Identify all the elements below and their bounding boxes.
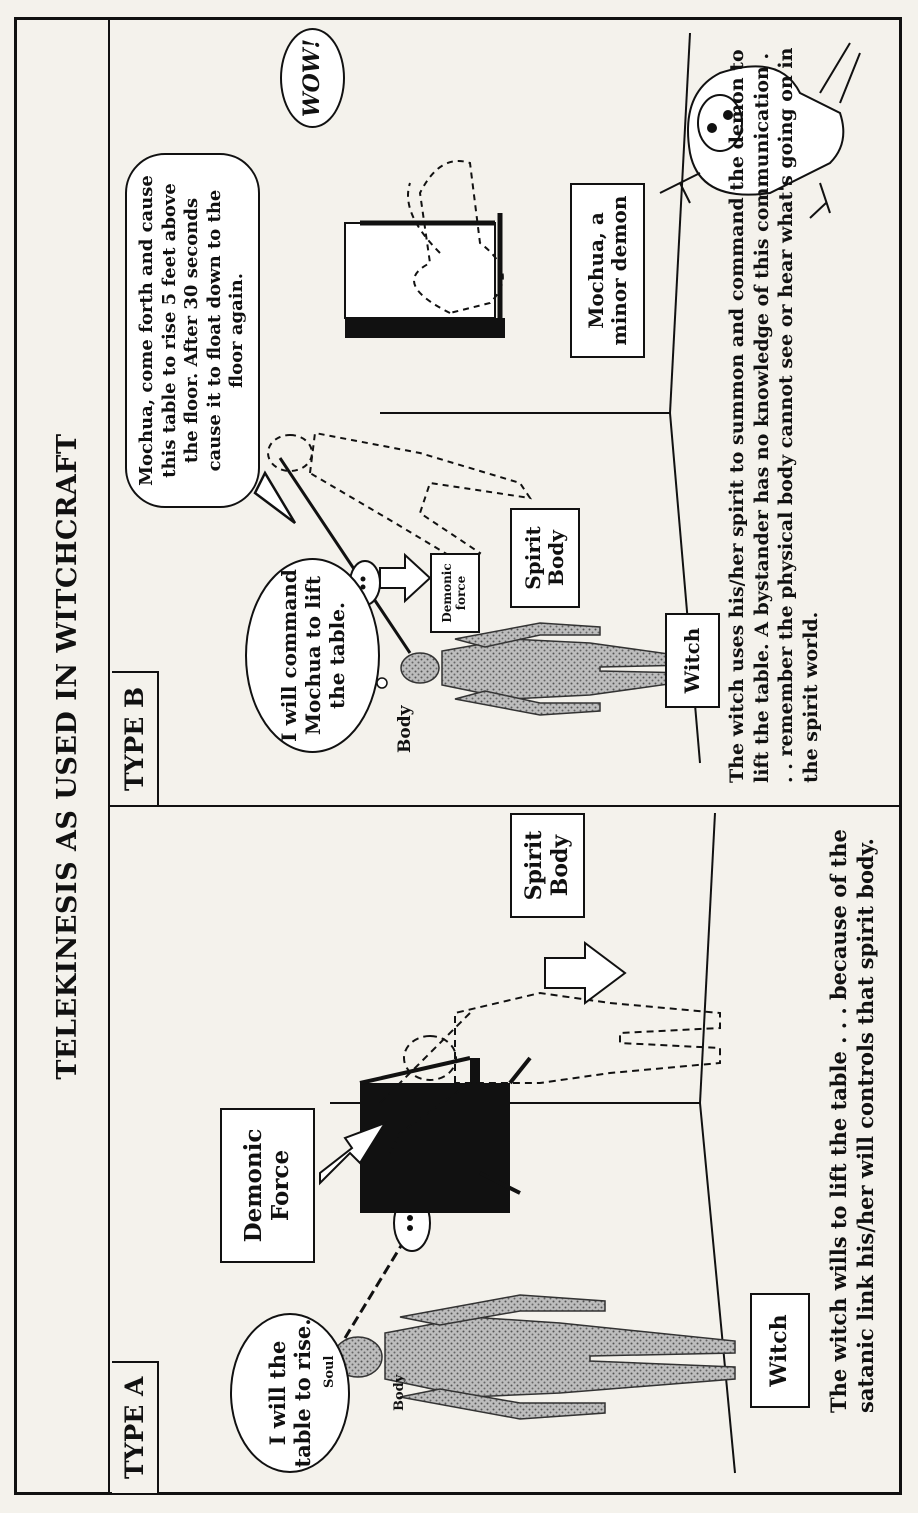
type-a-spirit-body-box: Spirit Body: [510, 813, 585, 918]
type-a-table: [360, 1058, 530, 1213]
type-b-label: TYPE B: [112, 671, 159, 805]
type-b-witch-box: Witch: [665, 613, 720, 708]
type-a-spirit-arrow: [545, 943, 625, 1003]
type-a-demonic-force-box: Demonic Force: [220, 1108, 315, 1263]
type-b-witch-figure: [401, 623, 690, 715]
type-a-witch-box: Witch: [750, 1293, 810, 1408]
type-a-soul-label: Soul: [322, 1356, 337, 1388]
type-b-spirit-body-box: Spirit Body: [510, 508, 580, 608]
type-b-speech-tail: [255, 473, 295, 523]
type-b-demonic-force-box: Demonic force: [430, 553, 480, 633]
type-b-demonic-force-arrow: [380, 555, 430, 601]
type-b-demon-box: Mochua, a minor demon: [570, 183, 645, 358]
type-b-wow-bubble: WOW!: [280, 28, 345, 128]
type-b-body-label: Body: [395, 706, 415, 753]
type-b-thought-bubble: I will command Mochua to lift the table.: [245, 558, 380, 753]
type-b-speech-bubble: Mochua, come forth and cause this table …: [125, 153, 260, 508]
type-a-caption: The witch wills to lift the table . . . …: [825, 813, 880, 1413]
type-a-label: TYPE A: [112, 1361, 159, 1493]
type-a-thought-bubble: I will the table to rise.: [230, 1313, 350, 1473]
type-a-body-label: Body: [392, 1375, 407, 1411]
type-b-caption: The witch uses his/her spirit to summon …: [725, 43, 824, 783]
type-b-table: [345, 213, 505, 338]
